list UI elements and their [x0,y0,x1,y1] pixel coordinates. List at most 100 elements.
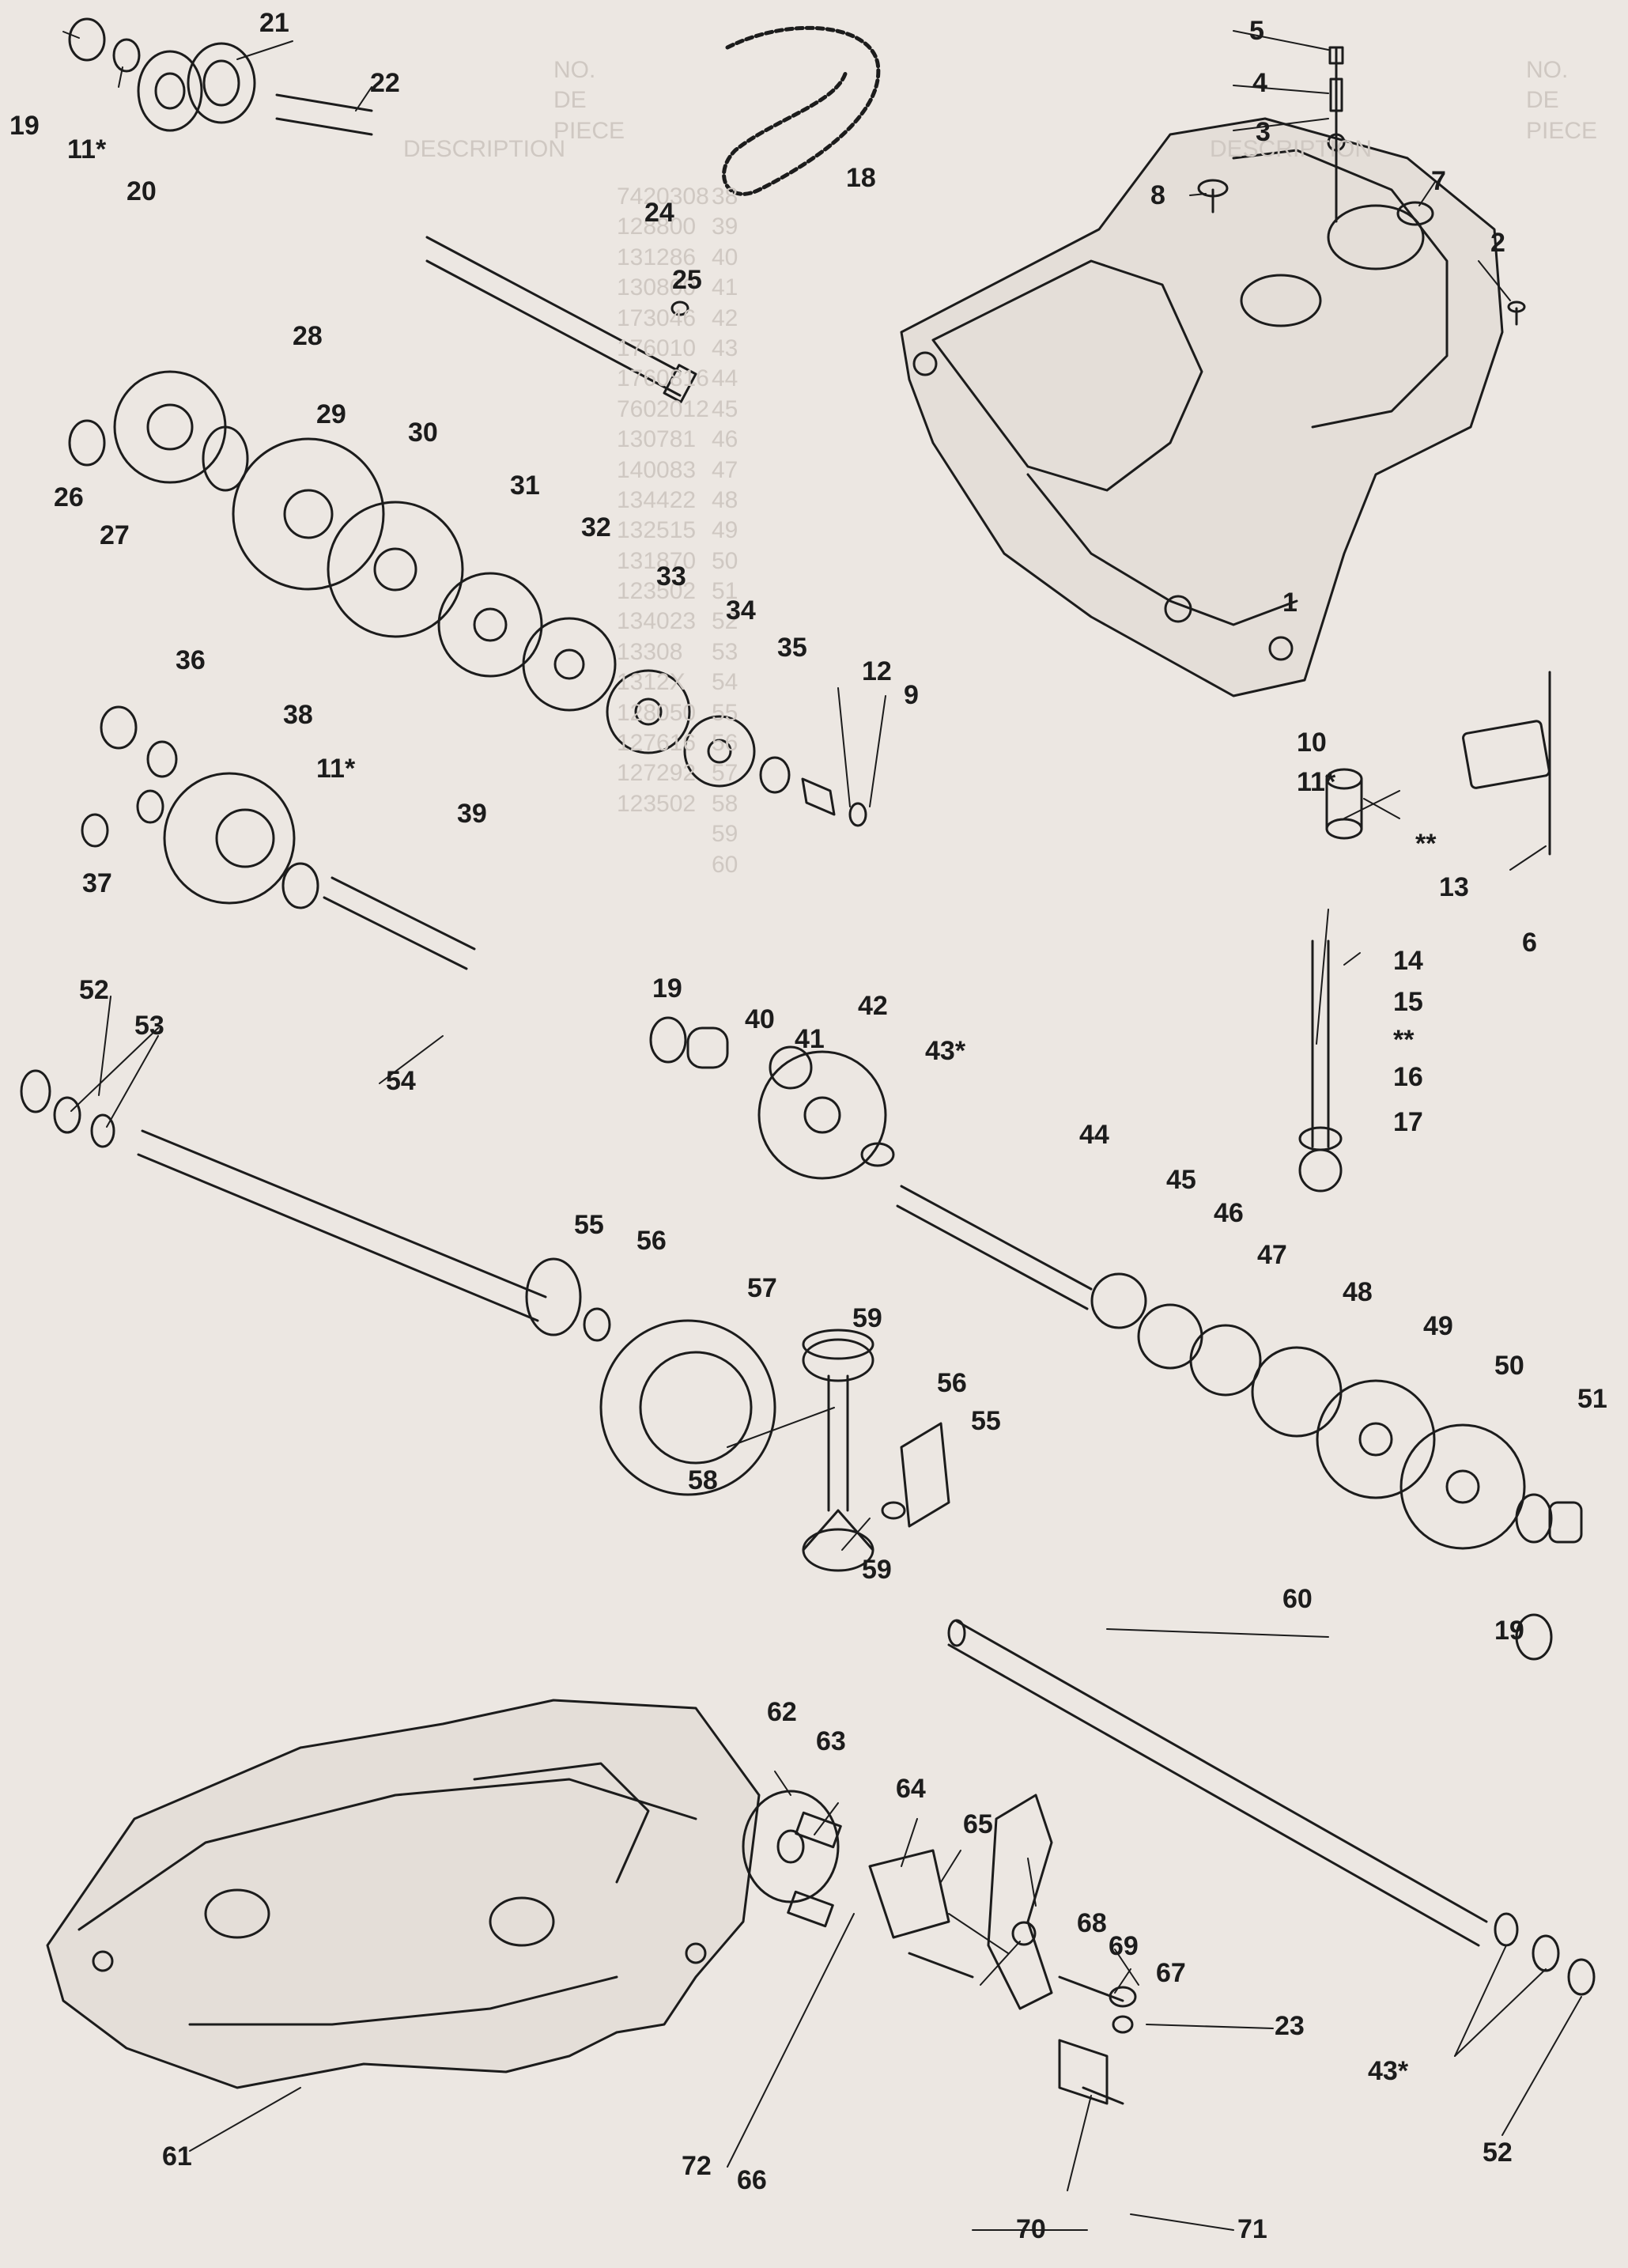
callout-43-star: 43* [925,1036,966,1066]
upper-housing [900,46,1526,697]
middle-right-assembly [649,1016,1583,1550]
differential-assembly [525,1257,1596,1996]
callout-52: 52 [79,975,109,1005]
callout-19-b: 19 [652,973,682,1004]
gear-30 [327,501,464,638]
ring-gear-57 [599,1319,776,1496]
callout-34: 34 [726,595,756,626]
callout-63: 63 [816,1726,846,1756]
gear-49 [1316,1379,1436,1499]
callout-11-star: 11* [67,134,107,164]
callout-43-star-2: 43* [1368,2056,1409,2086]
callout-28: 28 [293,321,323,351]
callout-60: 60 [1282,1584,1313,1614]
callout-54: 54 [386,1066,416,1096]
gear-20 [137,50,203,132]
gear-29 [232,437,385,591]
callout-29: 29 [316,399,346,429]
callout-10: 10 [1297,728,1327,758]
callout-57: 57 [747,1273,777,1303]
middle-left-assembly [20,705,547,1322]
callout-11-star-3: 11* [1297,767,1336,797]
gear-26 [113,370,227,484]
callout-44: 44 [1079,1120,1109,1150]
callout-19-c: 19 [1494,1616,1524,1646]
callout-64: 64 [896,1774,926,1804]
callout-62: 62 [767,1697,797,1727]
upper-gear-train [68,17,1551,1193]
callout-13: 13 [1439,872,1469,902]
callout-17: 17 [1393,1107,1423,1137]
gear-34 [683,715,756,788]
callout-5: 5 [1249,16,1264,46]
callout-55-b: 55 [971,1406,1001,1436]
callout-40: 40 [745,1004,775,1034]
callout-56-b: 56 [937,1368,967,1398]
callout-15: 15 [1393,987,1423,1017]
callout-25: 25 [672,265,702,295]
callout-48: 48 [1343,1277,1373,1307]
callout-31: 31 [510,471,540,501]
callout-69: 69 [1109,1931,1139,1961]
callout-52-b: 52 [1483,2138,1513,2168]
ghost-header-1: NO. DE PIECE [1526,57,1598,144]
callout-55: 55 [574,1210,604,1240]
callout-68: 68 [1077,1908,1107,1938]
callout-18: 18 [846,163,876,193]
callout-14: 14 [1393,946,1423,976]
callout-49: 49 [1423,1311,1453,1341]
callout-36: 36 [176,645,206,675]
callout-59: 59 [852,1303,882,1333]
callout-double-star-1: ** [1415,829,1437,859]
ghost-column-refs: 38 39 40 41 42 43 44 45 46 47 48 49 50 5… [712,183,738,878]
callout-24: 24 [644,198,674,228]
callout-47: 47 [1257,1240,1287,1270]
ghost-header-4: DESCRIPTION [403,136,566,162]
callout-65: 65 [963,1809,993,1839]
callout-12: 12 [862,656,892,686]
callout-7: 7 [1431,166,1446,196]
callout-30: 30 [408,418,438,448]
callout-3: 3 [1256,117,1271,147]
callout-9: 9 [904,680,919,710]
callout-42: 42 [858,991,888,1021]
callout-double-star-2: ** [1393,1025,1415,1055]
callout-71: 71 [1237,2214,1267,2244]
callout-33: 33 [656,561,686,592]
callout-66: 66 [737,2165,767,2195]
callout-72: 72 [682,2151,712,2181]
gear-32 [522,617,617,712]
ghost-column-parts: 7420308 128800 131286 130800 173046 1760… [617,183,709,817]
callout-2: 2 [1490,228,1505,258]
callout-67: 67 [1156,1958,1186,1988]
callout-59-b: 59 [862,1555,892,1585]
ghost-header-3: DESCRIPTION [1210,136,1373,162]
callout-56: 56 [636,1226,667,1256]
callout-16: 16 [1393,1062,1423,1092]
callout-27: 27 [100,520,130,550]
callout-41: 41 [795,1024,825,1054]
callout-38: 38 [283,700,313,730]
callout-50: 50 [1494,1351,1524,1381]
callout-19: 19 [9,111,40,141]
callout-1: 1 [1282,588,1297,618]
gear-31 [437,572,543,678]
callout-22: 22 [370,68,400,98]
callout-39: 39 [457,799,487,829]
callout-51: 51 [1577,1384,1607,1414]
leader-lines [62,30,1582,2231]
ghost-header-2: NO. DE PIECE [553,57,625,144]
callout-37: 37 [82,868,112,898]
callout-8: 8 [1150,180,1165,210]
gear-42 [757,1050,887,1180]
callout-35: 35 [777,633,807,663]
callout-53: 53 [134,1011,164,1041]
callout-45: 45 [1166,1165,1196,1195]
lower-housing [46,1699,761,2089]
callout-11-star-2: 11* [316,754,356,784]
gear-38 [163,772,296,905]
callout-26: 26 [54,482,84,512]
brake-assembly [742,1790,1137,2105]
callout-61: 61 [162,2141,192,2172]
